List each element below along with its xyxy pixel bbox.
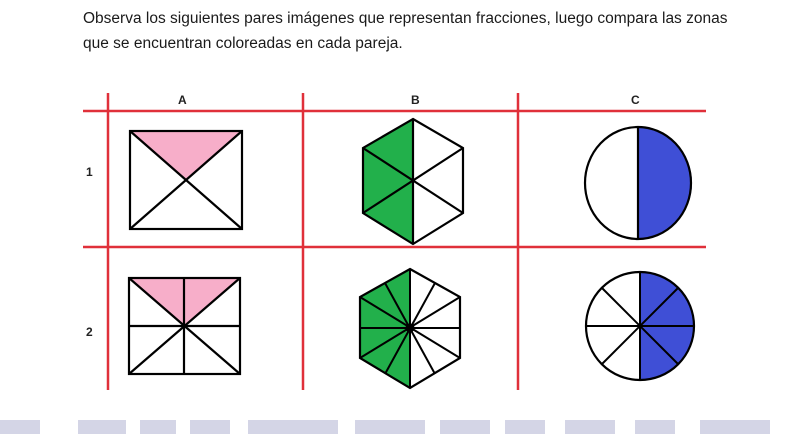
column-label-c: C [631,93,640,107]
column-label-a: A [178,93,187,107]
row-label-2: 2 [86,325,93,339]
instructions-text: Observa los siguientes pares imágenes qu… [83,10,728,52]
grid-lines [83,93,706,390]
watermark-strip [0,408,800,434]
c1-shaded-part [638,127,692,239]
row-label-1: 1 [86,165,93,179]
figure-c2-circle-eighths [584,270,696,382]
a1-shaded-part [130,131,242,180]
figure-b2-hexagon-twelfths [358,267,462,390]
b1-shaded-part [363,119,413,244]
figure-a2-square-eighths [127,276,242,376]
figure-b1-hexagon-sixths [361,117,465,246]
figure-c1-circle-halves [583,125,693,241]
figure-a1-square-quarters [128,129,244,231]
column-label-b: B [411,93,420,107]
